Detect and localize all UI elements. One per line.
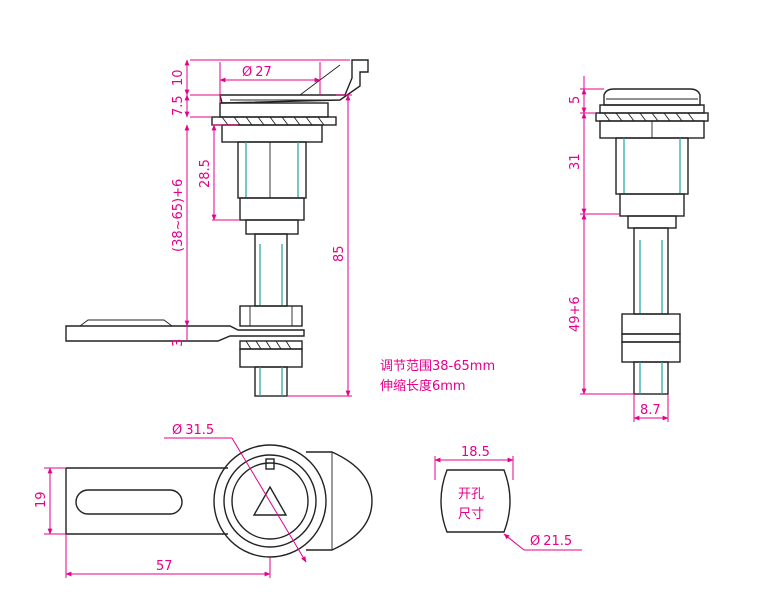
lock-head [219, 102, 329, 118]
note-adjust-range: 调节范围38-65mm [380, 359, 495, 374]
adjustment-notes: 调节范围38-65mm 伸缩长度6mm [380, 359, 495, 394]
note-stretch-length: 伸缩长度6mm [380, 378, 466, 394]
dim-31: 31 [568, 153, 583, 170]
side-head-base [599, 104, 705, 114]
triangle-key-icon [252, 485, 288, 516]
barrel-foot [245, 219, 299, 235]
side-shaft-end [633, 361, 669, 395]
side-view [595, 88, 709, 395]
barrel [237, 141, 307, 199]
shaft-end [254, 366, 288, 397]
side-head-dome [603, 88, 701, 106]
dim-3: 3 [171, 339, 186, 347]
cutout-view: 开孔 尺寸 [440, 469, 511, 533]
side-lower-nut-2 [621, 341, 681, 363]
dim-19: 19 [34, 491, 49, 508]
top-inner-ring [223, 454, 317, 548]
lower-nut-1 [239, 305, 303, 327]
side-washer-hatch [603, 112, 695, 122]
top-view [65, 444, 373, 558]
side-view-dimensions: 5 31 49+6 8.7 [568, 76, 669, 422]
cam-tongue [65, 325, 305, 342]
side-lower-nut-1 [621, 313, 681, 335]
top-tongue [65, 467, 228, 535]
washer-top [211, 116, 337, 126]
side-barrel-foot [627, 215, 677, 229]
cam-hook-outline [219, 59, 369, 104]
dim-range: (38~65)+6 [171, 179, 186, 252]
dim-10: 10 [171, 69, 186, 86]
top-lever-body [306, 451, 373, 551]
dim-18-5: 18.5 [461, 445, 490, 460]
dim-85: 85 [332, 245, 347, 262]
cam-tongue-inner [79, 319, 173, 327]
dim-7-5: 7.5 [171, 95, 186, 116]
side-lower-washer [621, 333, 681, 343]
cutout-label-line2: 尺寸 [458, 507, 484, 522]
front-view [65, 59, 369, 397]
barrel-ring [239, 197, 305, 221]
dim-28-5: 28.5 [198, 159, 213, 188]
lower-washer-hatch [245, 340, 292, 350]
cutout-label-line1: 开孔 [458, 487, 484, 502]
side-barrel-ring [619, 193, 685, 217]
dim-57: 57 [156, 559, 173, 574]
dim-8-7: 8.7 [640, 403, 661, 418]
lower-washer [239, 340, 303, 350]
side-barrel [615, 137, 689, 195]
top-key-mark [265, 458, 275, 470]
top-key-ring [231, 462, 309, 540]
side-shaft [633, 227, 669, 315]
dim-49-6: 49+6 [568, 296, 583, 332]
cutout-outline [440, 469, 511, 533]
lower-nut-2 [239, 348, 303, 368]
dim-5: 5 [568, 96, 583, 104]
nut-top [221, 124, 323, 143]
washer-hatch [221, 116, 325, 126]
top-slot [75, 489, 183, 515]
